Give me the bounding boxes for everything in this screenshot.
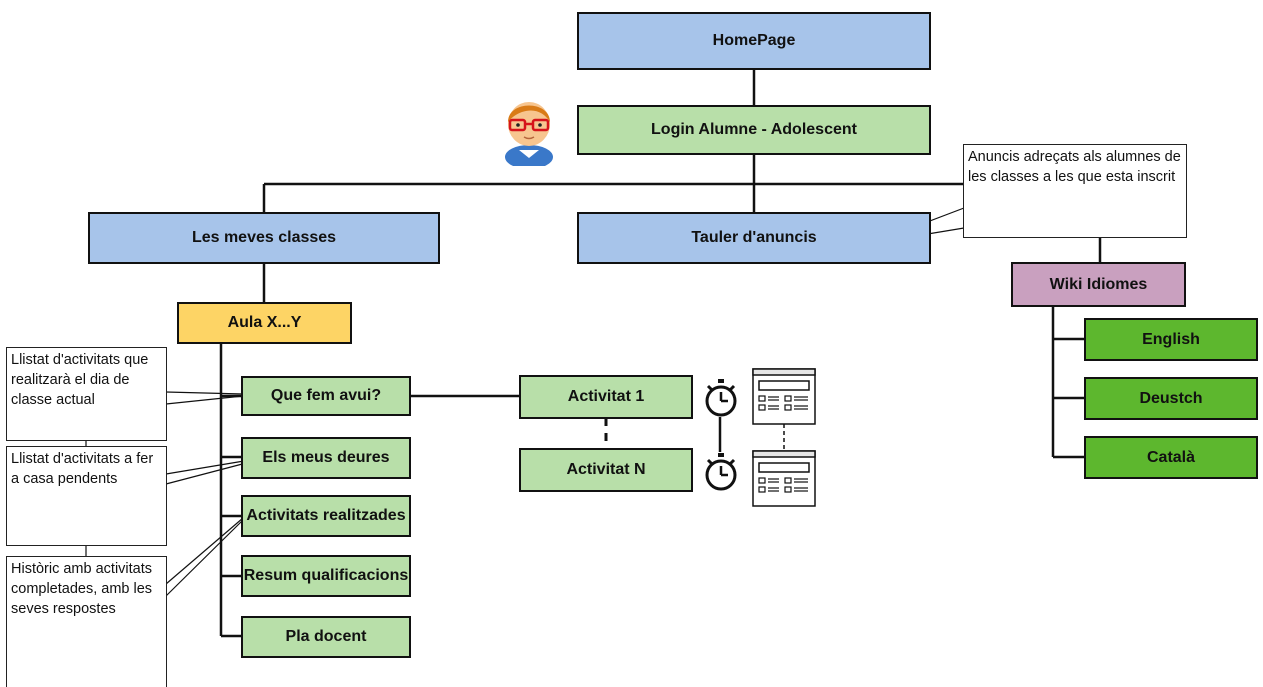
student-avatar-icon	[505, 102, 553, 166]
grades-summary-node: Resum qualificacions	[241, 555, 411, 597]
history-note: Històric amb activitats completades, amb…	[6, 556, 167, 687]
english-node: English	[1084, 318, 1258, 361]
announcements-note: Anuncis adreçats als alumnes de les clas…	[963, 144, 1187, 238]
wiki-languages-node: Wiki Idiomes	[1011, 262, 1186, 307]
activity-n-node: Activitat N	[519, 448, 693, 492]
completed-activities-node: Activitats realitzades	[241, 495, 411, 537]
my-classes-node: Les meves classes	[88, 212, 440, 264]
homework-note: Llistat d'activitats a fer a casa penden…	[6, 446, 167, 546]
deustch-node: Deustch	[1084, 377, 1258, 420]
stopwatch-icon	[705, 379, 737, 417]
login-node: Login Alumne - Adolescent	[577, 105, 931, 155]
activity-1-node: Activitat 1	[519, 375, 693, 419]
form-document-icon	[752, 450, 816, 507]
teaching-plan-node: Pla docent	[241, 616, 411, 658]
catala-node: Català	[1084, 436, 1258, 479]
today-node: Que fem avui?	[241, 376, 411, 416]
stopwatch-icon	[705, 453, 737, 491]
today-note: Llistat d'activitats que realitzarà el d…	[6, 347, 167, 441]
form-document-icon	[752, 368, 816, 425]
homework-node: Els meus deures	[241, 437, 411, 479]
classroom-node: Aula X...Y	[177, 302, 352, 344]
homepage-node: HomePage	[577, 12, 931, 70]
notice-board-node: Tauler d'anuncis	[577, 212, 931, 264]
